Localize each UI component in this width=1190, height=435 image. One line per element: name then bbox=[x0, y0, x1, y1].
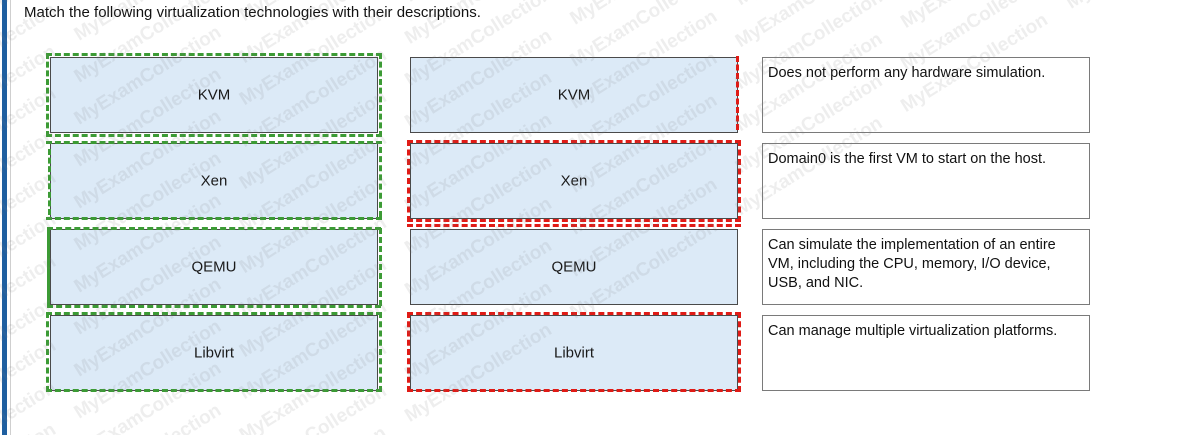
target-slot-xen[interactable]: Xen bbox=[410, 143, 738, 219]
source-tile-xen-label: Xen bbox=[200, 172, 228, 190]
left-divider-rule bbox=[10, 0, 11, 435]
target-slot-qemu-label: QEMU bbox=[551, 258, 597, 276]
description-box-4: Can manage multiple virtualization platf… bbox=[762, 315, 1090, 391]
selection-edge-source-xen-right bbox=[379, 147, 382, 217]
description-box-3: Can simulate the implementation of an en… bbox=[762, 229, 1090, 305]
left-accent-bar bbox=[2, 0, 7, 435]
selection-edge-source-qemu-right bbox=[379, 228, 382, 306]
description-box-4-text: Can manage multiple virtualization platf… bbox=[768, 323, 1058, 339]
source-tile-xen[interactable]: Xen bbox=[50, 143, 378, 219]
target-slot-qemu[interactable]: QEMU bbox=[410, 229, 738, 305]
watermark-line: MyExamCollectionMyExamCollectionMyExamCo… bbox=[0, 0, 1190, 1]
source-tile-kvm[interactable]: KVM bbox=[50, 57, 378, 133]
description-box-1-text: Does not perform any hardware simulation… bbox=[768, 65, 1046, 81]
target-slot-xen-label: Xen bbox=[560, 172, 588, 190]
source-tile-qemu[interactable]: QEMU bbox=[50, 229, 378, 305]
source-tile-kvm-label: KVM bbox=[197, 86, 231, 104]
target-slot-kvm[interactable]: KVM bbox=[410, 57, 738, 133]
description-box-2: Domain0 is the first VM to start on the … bbox=[762, 143, 1090, 219]
target-slot-kvm-label: KVM bbox=[557, 86, 591, 104]
selection-edge-target-qemu-top bbox=[407, 224, 741, 227]
target-slot-libvirt[interactable]: Libvirt bbox=[410, 315, 738, 391]
source-tile-qemu-label: QEMU bbox=[191, 258, 237, 276]
question-prompt: Match the following virtualization techn… bbox=[24, 4, 481, 21]
selection-edge-source-qemu-bottom bbox=[47, 305, 381, 308]
source-tile-libvirt[interactable]: Libvirt bbox=[50, 315, 378, 391]
source-tile-libvirt-label: Libvirt bbox=[193, 344, 234, 362]
description-box-2-text: Domain0 is the first VM to start on the … bbox=[768, 151, 1047, 167]
target-slot-libvirt-label: Libvirt bbox=[553, 344, 594, 362]
description-box-3-text: Can simulate the implementation of an en… bbox=[768, 237, 1056, 291]
description-box-1: Does not perform any hardware simulation… bbox=[762, 57, 1090, 133]
